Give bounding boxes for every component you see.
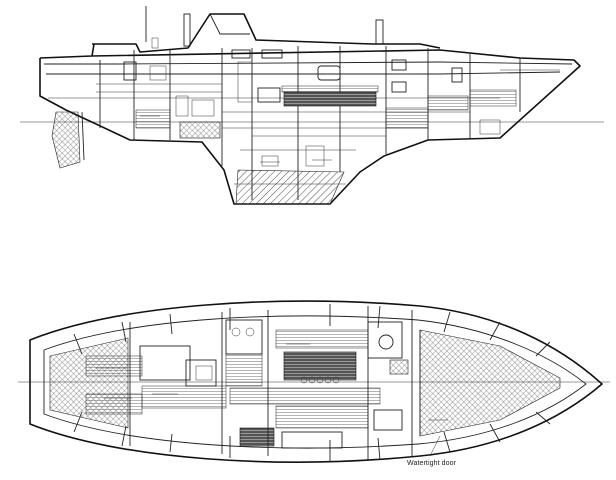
mast-stub-fwd — [375, 19, 384, 45]
saloon-berth — [283, 91, 377, 107]
hull-frames — [73, 304, 551, 462]
deck-outline-outer — [29, 300, 603, 463]
profile-view — [20, 6, 604, 205]
profile-portlights — [123, 49, 463, 103]
watertight-door-label: Watertight door — [407, 460, 457, 467]
cabin-sole — [229, 387, 381, 405]
port-quarter-berth — [85, 355, 143, 377]
mast-stub-aft — [183, 13, 191, 47]
plan-view — [18, 300, 610, 463]
stbd-quarter-berth — [85, 393, 143, 415]
keel — [235, 169, 345, 205]
coachroof — [92, 13, 441, 53]
aft-lazarette — [49, 337, 129, 429]
rudder — [51, 111, 81, 169]
deck-outline-inner — [43, 315, 587, 449]
saloon-table — [283, 351, 357, 381]
hull-outline — [39, 43, 581, 205]
